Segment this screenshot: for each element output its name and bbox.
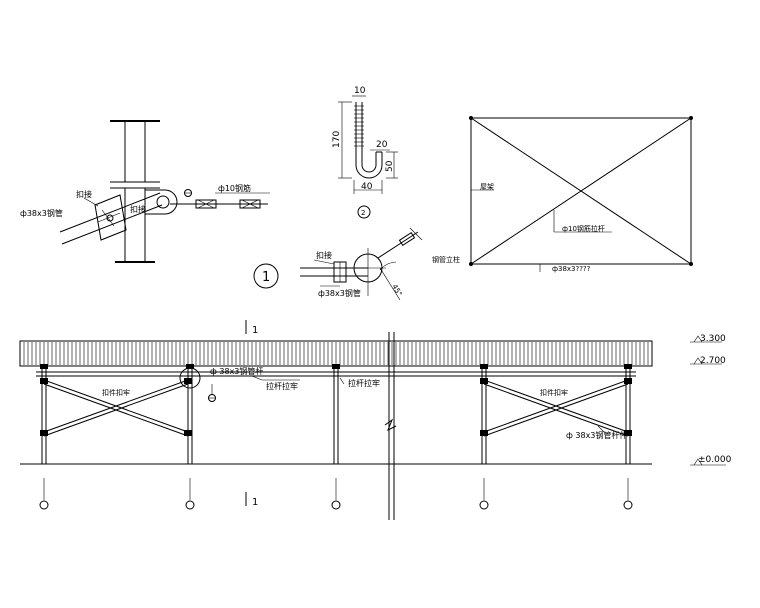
level-mark: 3.300 [690, 334, 726, 344]
turnbuckle [195, 199, 217, 209]
thread-marks [354, 105, 364, 147]
dim-bottom: 40 [361, 182, 373, 192]
label-tie-2: 拉杆拉牢 [348, 378, 380, 388]
brace-pipe [61, 204, 163, 245]
callout-circle-2 [357, 205, 371, 219]
elevation: 1 1 [19, 320, 732, 520]
angle-label: 45° [390, 283, 403, 298]
detail-hook: 10 170 20 50 40 2 [332, 86, 398, 219]
x-brace [43, 383, 189, 437]
x-brace [483, 379, 629, 433]
roof-ribs [23, 342, 649, 365]
plan-view: 屋架 ф10钢筋拉杆 钢管立柱 ф38x3???? [432, 116, 693, 273]
level-zero: ±0.000 [698, 455, 732, 465]
label-rod: ф10钢筋拉杆 [562, 224, 605, 233]
level-top: 3.300 [700, 334, 726, 344]
dim-top: 10 [354, 86, 366, 96]
callout-2: 2 [361, 209, 365, 217]
label-pipe: ф38x3???? [552, 265, 591, 273]
label-pipe: ф38x3钢管 [20, 208, 63, 218]
brace-pipe [59, 192, 161, 233]
column [331, 364, 341, 510]
label-pipe: ф38x3钢管 [318, 288, 361, 298]
label-brace-right: 扣件扣牢 [540, 388, 568, 397]
turnbuckle [398, 231, 416, 247]
axis-bubble [185, 500, 195, 510]
level-mid: 2.700 [700, 356, 726, 366]
column-node [689, 116, 693, 120]
axis-bubble [39, 500, 49, 510]
dim-inner: 50 [385, 160, 395, 172]
label-tie-1: 拉杆拉牢 [266, 381, 298, 391]
section-mark-bottom: 1 [252, 497, 258, 508]
label-top-pipe: ф 38x3钢管杆 [210, 366, 263, 376]
column-node [469, 262, 473, 266]
detail-circle [179, 367, 201, 389]
plan-frame [470, 117, 692, 265]
callout-circle-1 [253, 263, 279, 289]
columns [39, 364, 633, 510]
clamp-hatch [97, 212, 121, 223]
section-mark-top: 1 [252, 325, 258, 336]
x-brace [483, 383, 629, 437]
detail-one: 1 45° 扣接 ф38x3钢管 [253, 227, 423, 301]
tie-rod [377, 231, 419, 259]
pin-hole [156, 195, 170, 209]
x-brace [43, 379, 189, 433]
column [479, 364, 489, 510]
dim-height: 170 [332, 131, 342, 148]
label-fastener: 扣接 [316, 250, 332, 260]
column [185, 364, 195, 510]
label-rod: ф10钢筋 [218, 183, 251, 193]
plan-diagonal [470, 117, 692, 265]
column-node [689, 262, 693, 266]
column [39, 364, 49, 510]
hook-bend [355, 152, 383, 179]
column-node [469, 116, 473, 120]
label-fastener: 扣接 [76, 189, 92, 199]
angle-arc [379, 261, 397, 271]
label-brace-left: 扣件扣牢 [102, 388, 130, 397]
ear-plate [145, 189, 178, 215]
bolt-icon [106, 214, 114, 222]
label-fastener-2: 扣接 [130, 204, 146, 214]
label-brace-pipe: ф 38x3钢管杆件 [566, 430, 627, 440]
turnbuckle [239, 199, 261, 209]
callout-1: 1 [262, 270, 270, 285]
clamp-plate [94, 194, 127, 241]
level-mark: ±0.000 [690, 455, 732, 466]
label-roof: 屋架 [480, 183, 494, 191]
level-mark: 2.700 [690, 356, 726, 366]
axis-bubble [479, 500, 489, 510]
dim-width: 20 [376, 140, 388, 150]
detail-left: 扣接 扣接 ф38x3钢管 ф10钢筋 [20, 120, 270, 263]
label-column: 钢管立柱 [432, 255, 460, 264]
axis-bubble [331, 500, 341, 510]
axis-bubble [623, 500, 633, 510]
